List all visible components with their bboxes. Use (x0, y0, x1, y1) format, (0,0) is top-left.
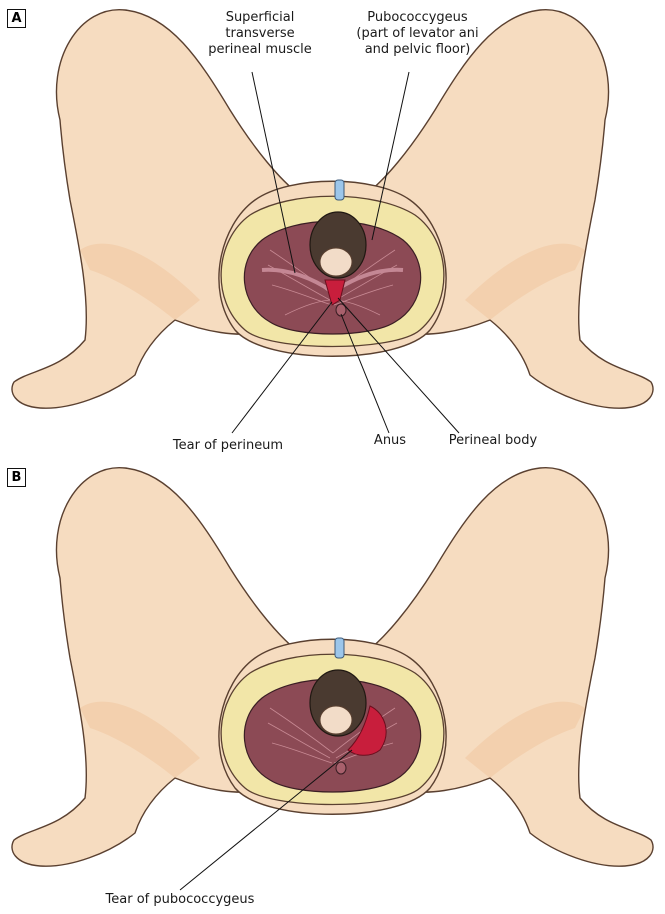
label-line: and pelvic floor) (345, 42, 490, 58)
label-tear-of-perineum: Tear of perineum (158, 438, 298, 454)
label-line: Pubococcygeus (345, 10, 490, 26)
panel-a-illustration (0, 0, 665, 458)
anus (336, 762, 346, 774)
pubic-symphysis (335, 180, 344, 200)
label-superficial-transverse-perineal-muscle: Superficial transverse perineal muscle (200, 10, 320, 58)
panel-b: B Tear of pubococcygeus (0, 458, 665, 914)
panel-a: A (0, 0, 665, 458)
baby-face (320, 706, 352, 734)
label-line: transverse (200, 26, 320, 42)
pubic-symphysis (335, 638, 344, 658)
label-perineal-body: Perineal body (435, 433, 551, 449)
label-line: perineal muscle (200, 42, 320, 58)
label-pubococcygeus: Pubococcygeus (part of levator ani and p… (345, 10, 490, 58)
label-anus: Anus (368, 433, 412, 449)
baby-face (320, 248, 352, 276)
label-line: (part of levator ani (345, 26, 490, 42)
panel-b-illustration (0, 458, 665, 914)
label-line: Superficial (200, 10, 320, 26)
label-tear-of-pubococcygeus: Tear of pubococcygeus (90, 892, 270, 908)
